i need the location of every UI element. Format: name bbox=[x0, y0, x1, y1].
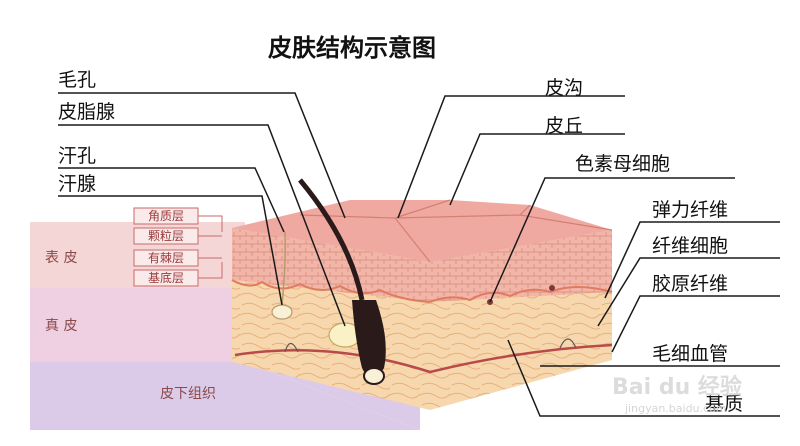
layer-tag-stratum-granulosum: 颗粒层 bbox=[148, 228, 184, 243]
hair-bulb bbox=[363, 367, 385, 385]
melanocyte-dot bbox=[549, 285, 555, 291]
label-sebaceous-gland: 皮脂腺 bbox=[58, 101, 115, 123]
zone-label-dermis: 真 皮 bbox=[45, 318, 77, 334]
layer-tag-stratum-corneum: 角质层 bbox=[148, 209, 184, 223]
diagram-title: 皮肤结构示意图 bbox=[268, 34, 436, 62]
label-fibroblast: 纤维细胞 bbox=[652, 235, 728, 257]
zone-label-epidermis: 表 皮 bbox=[45, 250, 77, 266]
watermark-url: jingyan.baidu.com bbox=[624, 402, 727, 415]
label-elastic-fiber: 弹力纤维 bbox=[652, 199, 728, 221]
label-sweat-pore: 汗孔 bbox=[58, 145, 96, 167]
epidermis-layer-tags: 角质层 颗粒层 有棘层 基底层 bbox=[133, 207, 223, 287]
skin-block bbox=[231, 178, 613, 410]
dermis-band bbox=[30, 288, 245, 362]
baidu-watermark: Bai du 经验 jingyan.baidu.com bbox=[612, 374, 742, 415]
label-capillary: 毛细血管 bbox=[652, 343, 728, 365]
subcutis-band bbox=[30, 362, 420, 430]
hair-shaft bbox=[298, 178, 365, 301]
label-skin-groove: 皮沟 bbox=[545, 77, 583, 99]
label-collagen-fiber: 胶原纤维 bbox=[652, 273, 728, 295]
hair-follicle bbox=[352, 300, 386, 378]
watermark-brand: Bai du 经验 bbox=[612, 374, 742, 400]
left-labels: 毛孔 皮脂腺 汗孔 汗腺 bbox=[58, 69, 346, 327]
right-labels: 皮沟 皮丘 色素母细胞 弹力纤维 纤维细胞 胶原纤维 毛细血管 基质 bbox=[397, 77, 780, 417]
label-pore: 毛孔 bbox=[58, 69, 96, 91]
label-sweat-gland: 汗腺 bbox=[58, 173, 96, 195]
zone-label-subcutis: 皮下组织 bbox=[160, 386, 216, 402]
label-melanocyte: 色素母细胞 bbox=[575, 153, 670, 175]
label-ground-substance: 基质 bbox=[705, 393, 743, 415]
capillary-vessel bbox=[234, 343, 613, 374]
sweat-gland-coil bbox=[271, 304, 293, 320]
label-skin-ridge: 皮丘 bbox=[545, 115, 583, 137]
layer-tag-stratum-basale: 基底层 bbox=[148, 270, 184, 285]
layer-tag-stratum-spinosum: 有棘层 bbox=[148, 251, 184, 265]
